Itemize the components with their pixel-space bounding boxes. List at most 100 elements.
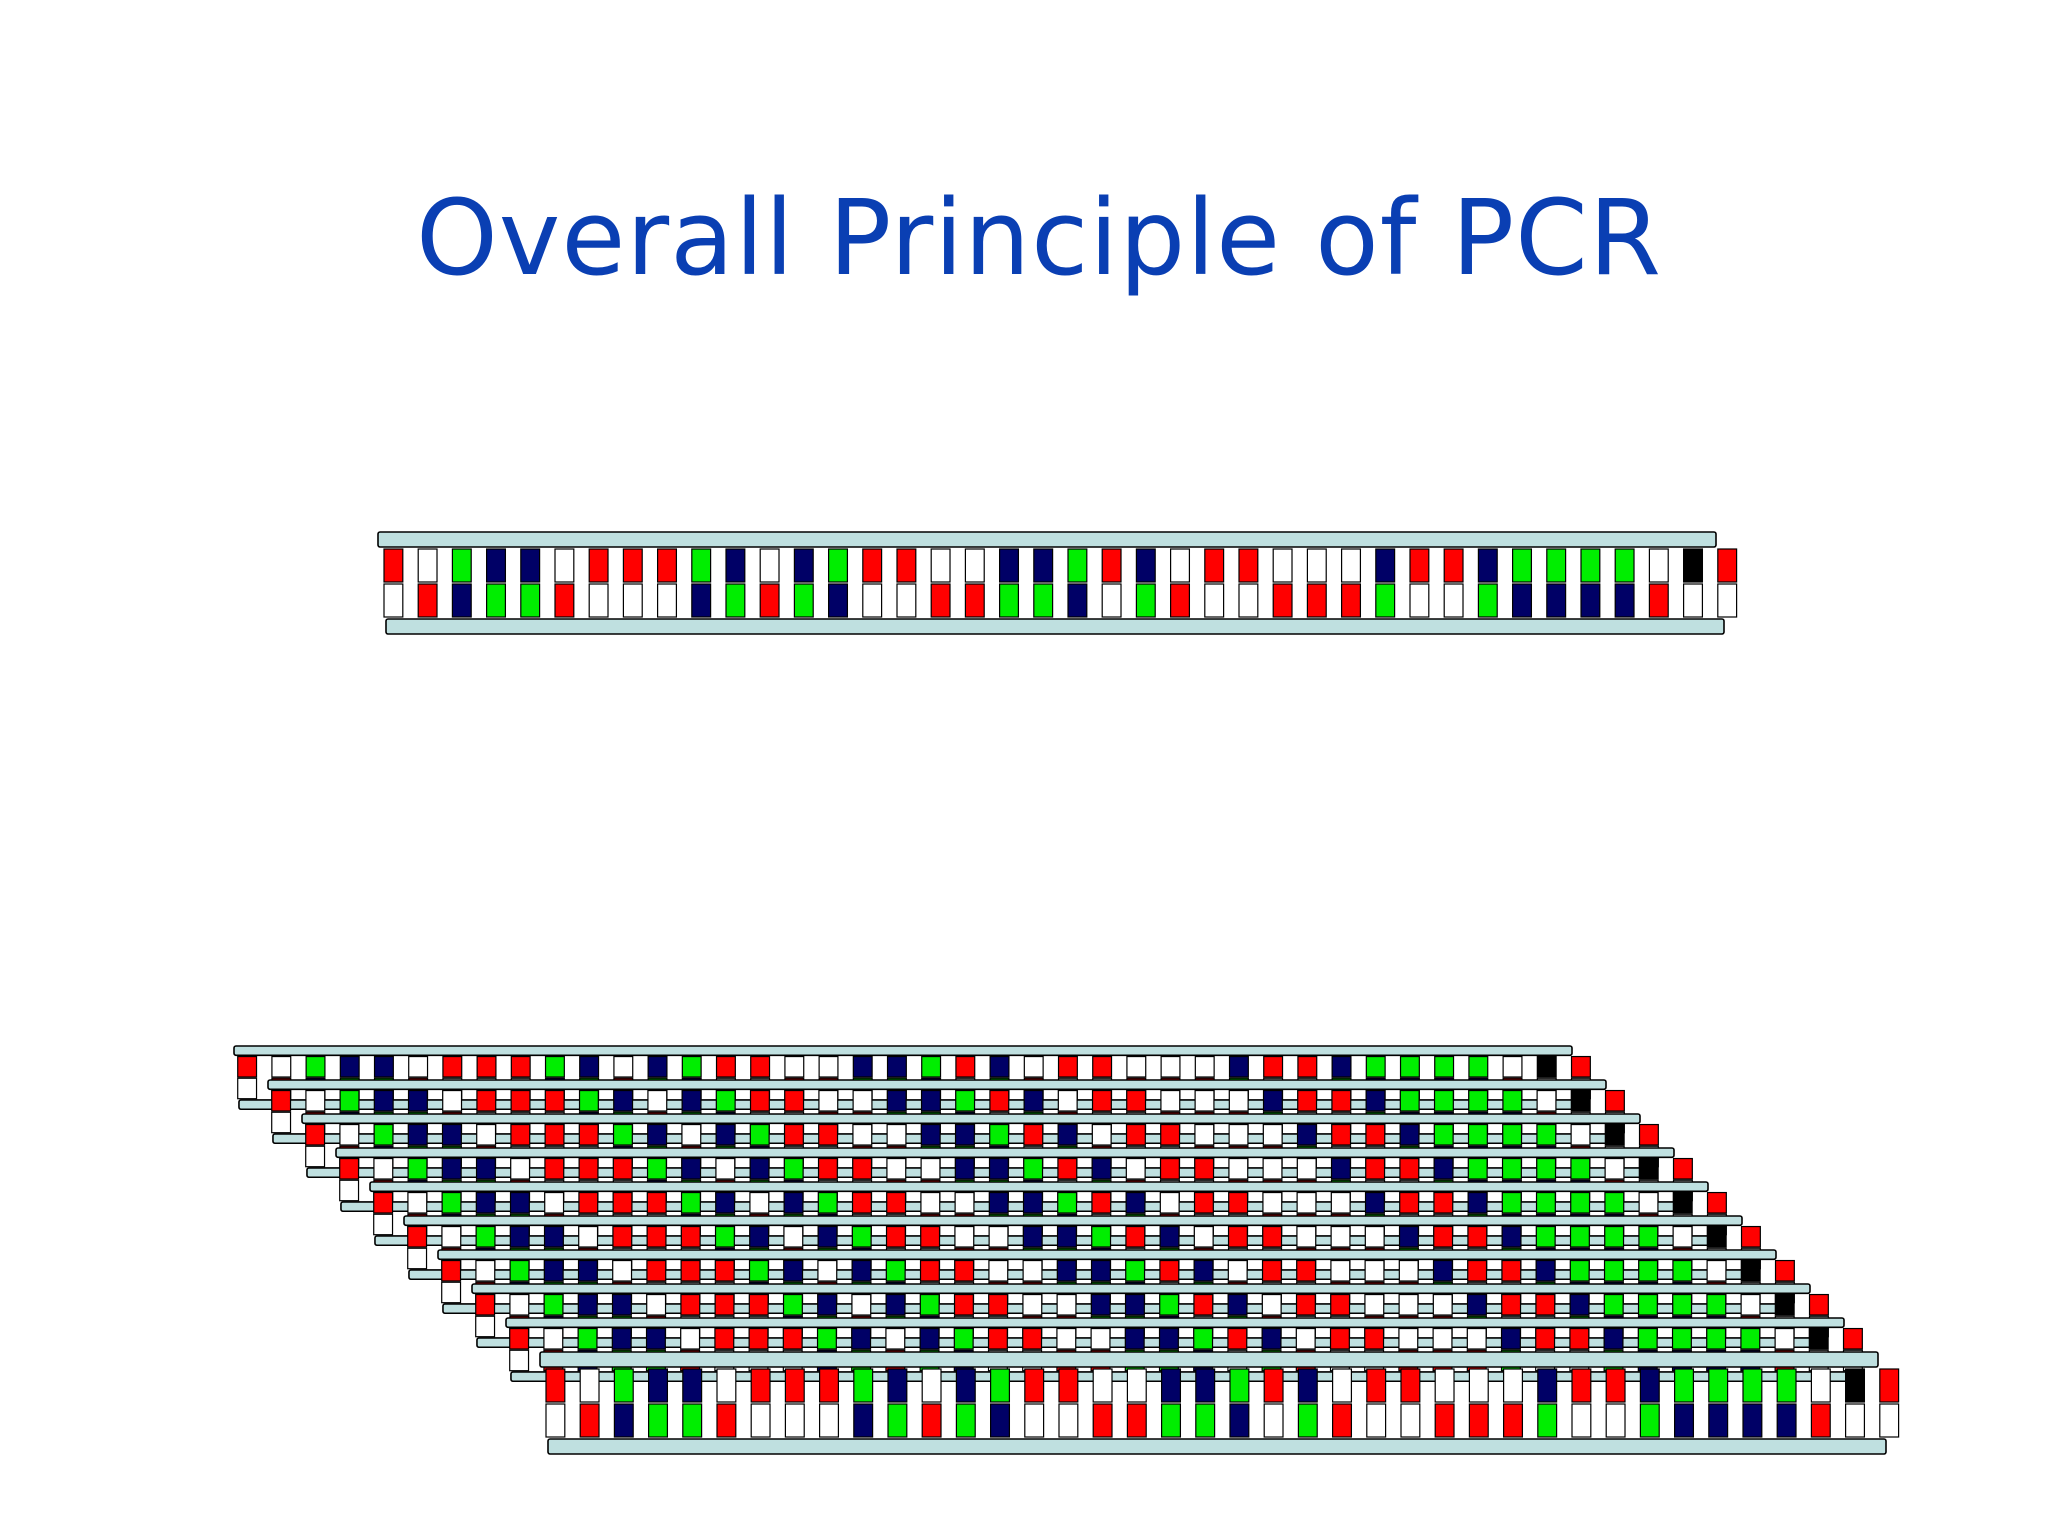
copy-duplex-top-base [1330, 1293, 1351, 1316]
copy-duplex-top-base [577, 1293, 598, 1316]
copy-duplex-top-base [1126, 1055, 1147, 1078]
copy-duplex-top-base [989, 1055, 1010, 1078]
template-bottom-base [1580, 583, 1601, 618]
copy-duplex-top-base [441, 1157, 462, 1180]
template-top-base [1717, 548, 1738, 583]
copy-duplex-top-base [1125, 1191, 1146, 1214]
template [377, 531, 1738, 635]
copy-duplex-top-base [1808, 1293, 1829, 1316]
copy-duplex-top-base [1193, 1225, 1214, 1248]
template-bottom-base [1101, 583, 1122, 618]
copy-duplex-top-base [1022, 1293, 1043, 1316]
copy-duplex-bottom-base [1331, 1403, 1353, 1438]
copy-duplex-top-base [1194, 1157, 1215, 1180]
copy-duplex-top-base [1672, 1157, 1693, 1180]
copy-duplex-top-base [1193, 1293, 1214, 1316]
copy-duplex-top-base [680, 1327, 701, 1350]
copy-duplex-top-base [578, 1089, 599, 1112]
copy-duplex-top-base [1228, 1055, 1249, 1078]
copy-duplex-bottom-base [1024, 1403, 1045, 1438]
copy-duplex-top-base [476, 1089, 497, 1112]
copy-duplex-bottom-base [921, 1403, 942, 1438]
copy-duplex-top-base [680, 1225, 701, 1248]
copy-duplex-top-base [782, 1327, 803, 1350]
copy-duplex-top-base [1570, 1157, 1591, 1180]
copy-duplex-top-base [407, 1157, 428, 1180]
copy-duplex-top-base [1297, 1055, 1318, 1078]
copy-duplex-top-base [1604, 1225, 1625, 1248]
copy-duplex-top-base [271, 1089, 292, 1112]
copy-duplex-top-base [852, 1157, 873, 1180]
copy-duplex-top-base [1125, 1157, 1146, 1180]
copy-duplex-top-base [1261, 1327, 1282, 1350]
copy-duplex-top-backbone [335, 1147, 1675, 1159]
copy-duplex-top-base [1398, 1327, 1419, 1350]
copy-duplex-bottom-base [1126, 1403, 1147, 1438]
copy-duplex-top-base [1330, 1191, 1351, 1214]
copy-duplex-top-base [1330, 1225, 1351, 1248]
copy-duplex-top-base [1056, 1293, 1077, 1316]
copy-duplex-top-base [1672, 1225, 1693, 1248]
template-bottom-base [998, 583, 1020, 618]
copy-duplex-top-base [715, 1123, 736, 1146]
copy-duplex-top-base [1091, 1191, 1112, 1214]
copy-duplex [301, 1113, 1659, 1179]
copy-duplex-top-base [920, 1089, 941, 1112]
copy-duplex-top-base [510, 1055, 531, 1078]
copy-duplex-top-base [1022, 1191, 1043, 1214]
copy-duplex-top-base [749, 1123, 770, 1146]
copy-duplex-top-base [714, 1327, 735, 1350]
copy-duplex-top-base [680, 1293, 701, 1316]
copy-duplex-top-base [1842, 1327, 1863, 1350]
copy-duplex-top-base [544, 1123, 565, 1146]
template-top-base [486, 548, 507, 583]
copy-duplex-top-base [1467, 1157, 1488, 1180]
copy-duplex-top-base [1603, 1327, 1624, 1350]
copy-duplex-top-base [543, 1293, 564, 1316]
copy-duplex-top-base [1501, 1157, 1522, 1180]
template-top-base [1101, 548, 1122, 583]
copy-duplex-top-base [1056, 1259, 1077, 1282]
copy-duplex-top-base [1467, 1259, 1488, 1282]
copy-duplex-top-base [1193, 1327, 1214, 1350]
template-top-base [554, 548, 575, 583]
template-bottom-base [1717, 583, 1738, 618]
template-top-base [1306, 548, 1327, 583]
copy-duplex [335, 1147, 1693, 1213]
copy-duplex-bottom-base [682, 1403, 703, 1438]
copy-duplex-bottom-base [750, 1403, 771, 1438]
copy-duplex-top-base [1124, 1327, 1145, 1350]
copy-duplex-top-base [475, 1191, 496, 1214]
copy-duplex-top-base [612, 1123, 633, 1146]
copy-duplex-bottom-base [1605, 1403, 1626, 1438]
copy-duplex-bottom-base [509, 1349, 530, 1372]
copy-duplex-top-base [476, 1123, 497, 1146]
copy-duplex-top-base [1501, 1259, 1522, 1282]
copy-duplex-top-base [373, 1055, 394, 1078]
copy-duplex-top-base [510, 1089, 531, 1112]
copy-duplex-top-base [953, 1293, 974, 1316]
copy-duplex-top-base [1024, 1368, 1045, 1403]
template-bottom-base [1443, 583, 1464, 618]
copy-duplex-top-base [1673, 1368, 1695, 1403]
copy-duplex-top-base [544, 1157, 565, 1180]
copy-duplex-bottom-base [339, 1179, 360, 1202]
template-bottom-base [930, 583, 951, 618]
copy-duplex-top-backbone [403, 1215, 1743, 1227]
copy-duplex [539, 1351, 1900, 1455]
template-bottom-base [691, 583, 712, 618]
template-bottom-base [1169, 583, 1191, 618]
copy-duplex-top-base [1364, 1327, 1385, 1350]
copy-duplex-top-base [1672, 1293, 1693, 1316]
copy-duplex-top-base [1056, 1225, 1077, 1248]
copy-duplex-top-base [476, 1055, 497, 1078]
copy-duplex-bottom-base [1195, 1403, 1216, 1438]
copy-duplex-top-base [886, 1157, 907, 1180]
copy-duplex-top-base [1090, 1327, 1111, 1350]
template-bottom-base [1204, 583, 1225, 618]
template-top-base [930, 548, 951, 583]
copy-duplex-top-base [1570, 1191, 1591, 1214]
copy-duplex-top-base [1263, 1055, 1284, 1078]
copy-duplex-bottom-base [1400, 1403, 1421, 1438]
copy-duplex-top-base [887, 1368, 908, 1403]
